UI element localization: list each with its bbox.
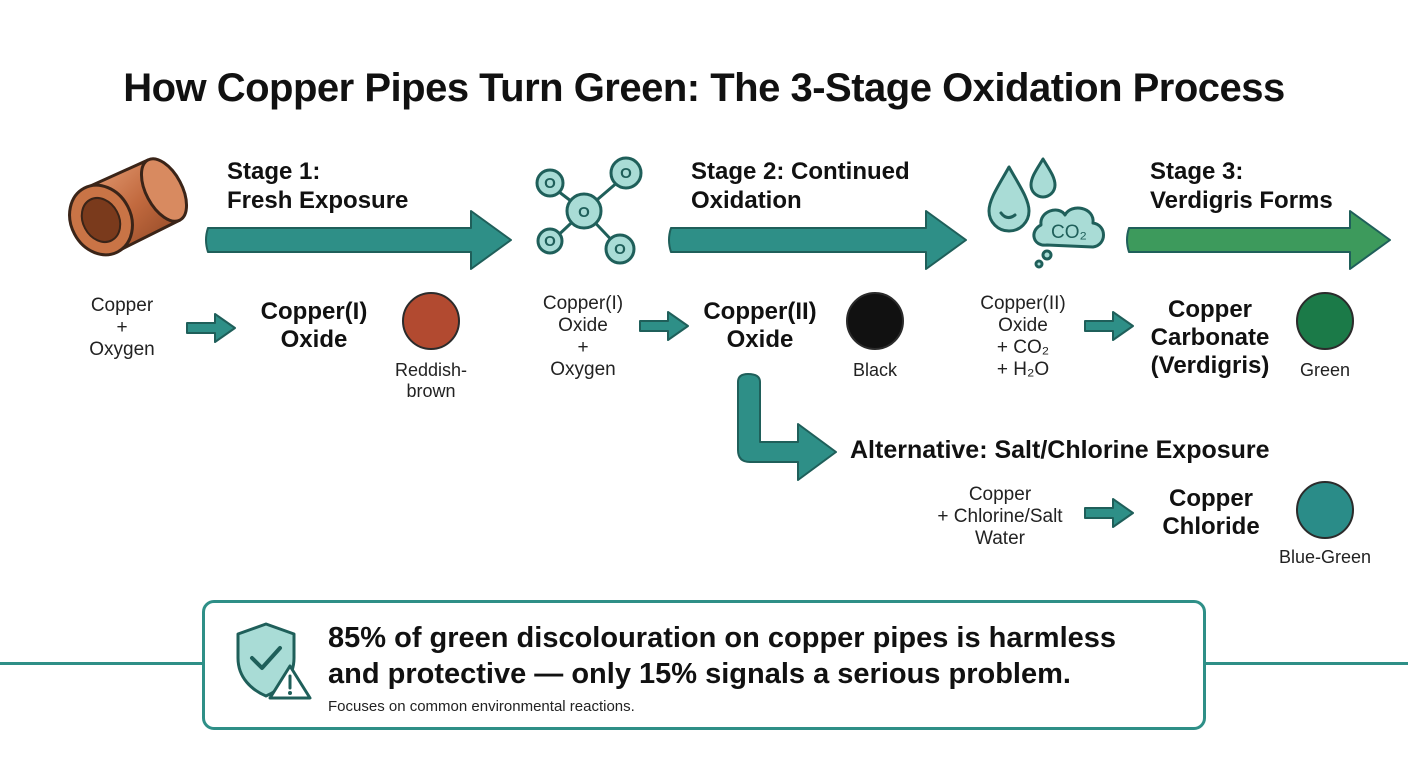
reactant-text: Copper (90, 295, 154, 316)
co2-cloud-text: CO₂ (1051, 222, 1087, 243)
callout-divider-right (1204, 662, 1408, 665)
product-text: Copper (1168, 296, 1252, 323)
stage3-product: Copper Carbonate (Verdigris) (1128, 296, 1292, 380)
stage1-arrow (205, 210, 512, 270)
molecule-letter: O (620, 165, 632, 182)
stage2-label: Stage 2: Continued Oxidation (691, 157, 910, 215)
page-title: How Copper Pipes Turn Green: The 3-Stage… (123, 66, 1285, 110)
reactant-text: Copper(I) (542, 293, 624, 314)
product-text: Chloride (1162, 513, 1260, 540)
stage3-reactants: Copper(II) Oxide + CO₂ + H₂O (958, 293, 1088, 381)
reactant-text: + CO₂ (996, 337, 1050, 358)
callout-note: Focuses on common environmental reaction… (328, 698, 635, 715)
molecule-letter: O (544, 233, 556, 250)
stage2-label-line2: Oxidation (691, 187, 802, 214)
alternative-title: Alternative: Salt/Chlorine Exposure (850, 436, 1270, 464)
product-text: Oxide (280, 326, 348, 353)
stage3-label-line1: Stage 3: (1150, 158, 1244, 185)
stage1-reaction-arrow (186, 313, 236, 343)
reactant-text: Water (975, 528, 1025, 549)
stage2-color-swatch (846, 292, 904, 350)
molecule-letter: O (544, 175, 556, 192)
alternative-reactants: Copper + Chlorine/Salt Water (920, 484, 1080, 550)
callout-headline-line2: and protective — only 15% signals a seri… (328, 658, 1071, 690)
callout-divider-left (0, 662, 204, 665)
reactant-text: + (577, 337, 589, 358)
callout-headline: 85% of green discolouration on copper pi… (328, 620, 1188, 692)
stage1-color-label: Reddish- brown (381, 360, 481, 402)
stage1-product: Copper(I) Oxide (234, 298, 394, 354)
reactant-text: + H₂O (996, 359, 1050, 380)
water-and-co2-icon: CO₂ (987, 157, 1105, 269)
color-label-text: Reddish- (394, 360, 468, 380)
alternative-branch-arrow (737, 373, 837, 481)
reactant-text: Oxygen (89, 339, 155, 360)
stage1-label-line2: Fresh Exposure (227, 187, 409, 214)
stage2-reaction-arrow (639, 311, 689, 341)
stage3-color-label: Green (1275, 360, 1375, 381)
stage3-label: Stage 3: Verdigris Forms (1150, 157, 1333, 215)
molecule-letter: O (578, 204, 590, 221)
stage2-reactants: Copper(I) Oxide + Oxygen (523, 293, 643, 381)
shield-check-warning-icon (236, 622, 312, 700)
stage2-arrow (668, 210, 967, 270)
product-text: Copper (1169, 485, 1253, 512)
reactant-text: Oxide (998, 315, 1048, 336)
reactant-text: + Chlorine/Salt (937, 506, 1063, 527)
stage1-label-line1: Stage 1: (227, 158, 321, 185)
product-text: (Verdigris) (1150, 352, 1270, 379)
stage3-color-swatch (1296, 292, 1354, 350)
stage1-label: Stage 1: Fresh Exposure (227, 157, 408, 215)
alternative-product: Copper Chloride (1131, 485, 1291, 541)
alternative-color-label: Blue-Green (1278, 547, 1372, 567)
reactant-text: Copper(II) (980, 293, 1066, 314)
color-label-text: Green (1299, 360, 1351, 380)
color-label-text: brown (406, 381, 456, 401)
product-text: Copper(I) (260, 298, 368, 325)
callout-box (202, 600, 1206, 730)
stage1-reactants: Copper + Oxygen (62, 295, 182, 361)
reactant-text: Oxygen (550, 359, 616, 380)
stage3-reaction-arrow (1084, 311, 1134, 341)
copper-pipe-icon (68, 157, 189, 257)
alternative-reaction-arrow (1084, 498, 1134, 528)
stage3-label-line2: Verdigris Forms (1150, 187, 1333, 214)
stage3-arrow (1126, 210, 1391, 270)
stage2-label-line1: Stage 2: Continued (691, 158, 910, 185)
stage2-product: Copper(II) Oxide (680, 298, 840, 354)
product-text: Oxide (726, 326, 794, 353)
stage2-color-label: Black (825, 360, 925, 381)
color-label-text: Black (852, 360, 897, 380)
oxygen-molecules-icon: O O O O O (535, 156, 643, 265)
molecule-letter: O (614, 241, 626, 258)
stage1-color-swatch (402, 292, 460, 350)
reactant-text: Copper (968, 484, 1032, 505)
alternative-color-swatch (1296, 481, 1354, 539)
reactant-text: + (116, 317, 128, 338)
product-text: Carbonate (1150, 324, 1270, 351)
callout-headline-line1: 85% of green discolouration on copper pi… (328, 622, 1117, 654)
reactant-text: Oxide (558, 315, 608, 336)
product-text: Copper(II) (703, 298, 817, 325)
